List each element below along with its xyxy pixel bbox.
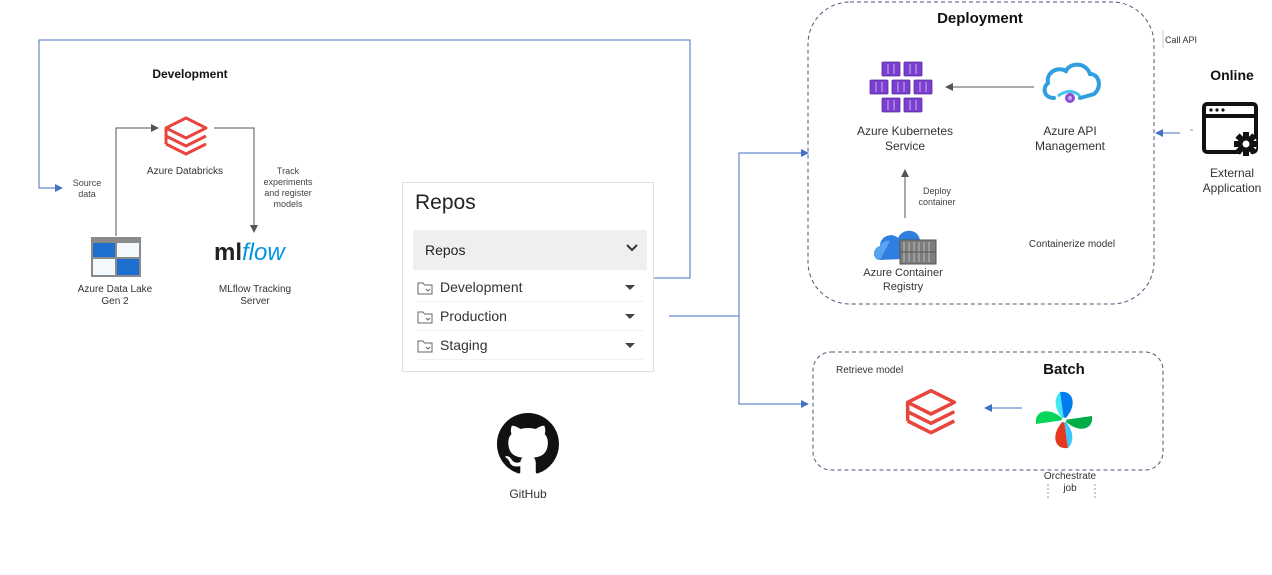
datalake-to-databricks <box>115 124 159 236</box>
chevron-down-icon <box>626 244 638 252</box>
databricks-icon <box>905 388 957 435</box>
deploy-container-label: Deploy container <box>918 186 956 207</box>
api-management-icon <box>1042 62 1101 103</box>
to-deployment-line <box>738 149 809 316</box>
aks-label: Azure Kubernetes Service <box>856 124 954 153</box>
container-registry-icon <box>874 230 937 265</box>
caret-down-icon[interactable] <box>625 343 635 348</box>
repos-panel: Repos Repos Development Production Stagi… <box>402 182 654 372</box>
repo-item-production[interactable]: Production <box>417 304 643 331</box>
batch-box <box>812 351 1164 471</box>
deployment-title: Deployment <box>937 10 1023 27</box>
data-lake-icon <box>91 237 141 277</box>
caret-down-icon[interactable] <box>625 285 635 290</box>
databricks-label: Azure Databricks <box>146 166 224 177</box>
mlflow-logo-flow: flow <box>242 239 285 266</box>
apim-label: Azure API Management <box>1034 124 1106 153</box>
folder-icon <box>417 282 433 295</box>
source-data-label: Source data <box>72 178 102 199</box>
deployment-box <box>807 1 1155 305</box>
folder-icon <box>417 311 433 324</box>
repos-dropdown[interactable]: Repos <box>413 230 647 270</box>
repo-item-development[interactable]: Development <box>417 275 643 302</box>
to-batch-line <box>738 316 809 408</box>
github-icon <box>497 413 559 474</box>
call-api-label: Call API <box>1165 35 1198 45</box>
external-application-label: External Application <box>1202 166 1262 195</box>
repos-to-dev-line <box>38 39 691 279</box>
databricks-icon <box>164 116 208 156</box>
data-lake-label: Azure Data Lake Gen 2 <box>77 284 153 307</box>
online-title: Online <box>1210 67 1254 83</box>
kubernetes-icon <box>869 61 933 113</box>
mlflow-logo-ml: ml <box>214 239 243 266</box>
mlflow-logo: mlflow <box>214 238 285 268</box>
caret-down-icon[interactable] <box>625 314 635 319</box>
repos-dropdown-label: Repos <box>425 242 466 258</box>
track-label: Track experiments and register models <box>263 166 313 209</box>
external-application-icon <box>1202 102 1258 156</box>
batch-title: Batch <box>1043 361 1085 378</box>
development-title: Development <box>152 67 228 81</box>
repo-item-label: Production <box>440 308 507 324</box>
retrieve-model-label: Retrieve model <box>836 365 904 376</box>
databricks-to-mlflow <box>214 127 258 233</box>
folder-icon <box>417 340 433 353</box>
github-label: GitHub <box>509 487 547 501</box>
airflow-icon <box>1035 391 1093 449</box>
mlflow-label: MLflow Tracking Server <box>218 284 292 307</box>
orchestrate-label: Orchestrate job <box>1043 471 1097 494</box>
repo-item-label: Development <box>440 279 523 295</box>
containerize-label: Containerize model <box>1028 239 1116 250</box>
repo-item-staging[interactable]: Staging <box>417 333 643 360</box>
repos-title: Repos <box>415 191 476 214</box>
acr-label: Azure Container Registry <box>863 267 943 293</box>
repo-item-label: Staging <box>440 337 488 353</box>
